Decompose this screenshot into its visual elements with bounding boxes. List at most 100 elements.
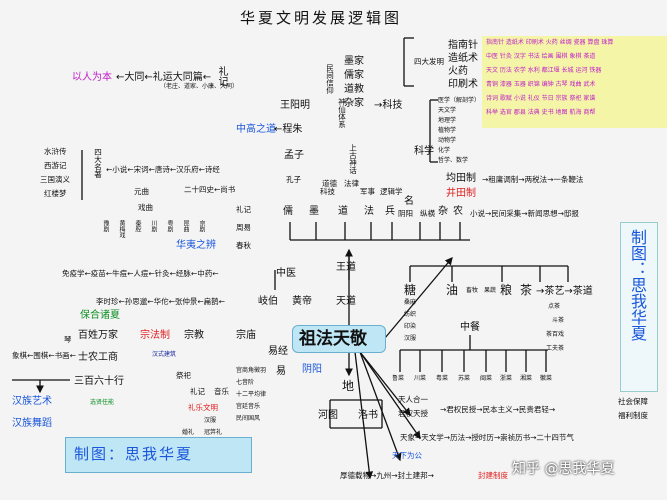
school-ru: 儒 xyxy=(283,206,293,217)
social-security: 社会保障 xyxy=(618,397,648,406)
hua-yi-label: 华夷之辨 xyxy=(176,240,216,251)
huang-di-label: 黄帝 xyxy=(292,296,312,307)
school-daojiao: 道教 xyxy=(344,84,364,95)
xi-qu-label: 戏曲 xyxy=(138,203,153,212)
cuisine-yue: 粤菜 xyxy=(436,375,449,382)
chess-row: 象棋←围棋←书画← xyxy=(12,351,76,360)
li-ji-vertical: 礼记 xyxy=(216,66,227,86)
opera-yu: 豫剧 xyxy=(102,220,109,232)
people-oriented-label: 以人为本 xyxy=(72,72,112,83)
luo-shu-label: 洛书 xyxy=(358,410,378,421)
guan-li: 冠笄礼 xyxy=(204,429,223,436)
summary-line-2: 中医 针灸 汉字 书法 绘画 围棋 象棋 茶道 xyxy=(486,53,596,60)
cheng-zhu-label: ←程朱 xyxy=(274,124,303,135)
crop-sub-hanfu: 汉服 xyxy=(404,335,417,342)
han-fu: 汉服 xyxy=(204,417,217,424)
qi-bo-label: 岐伯 xyxy=(258,296,278,307)
novel-hongloumeng: 红楼梦 xyxy=(44,189,67,198)
wang-yang-ming: 王阳明 xyxy=(280,100,310,111)
crop-grain: 粮 xyxy=(500,283,513,297)
summary-line-4: 青铜 漆器 玉器 织锦 编钟 古琴 戏曲 武术 xyxy=(486,81,596,88)
immortal-system-label: 神仙体系 xyxy=(337,98,347,128)
da-tong-row: ←大同←礼运大同篇← xyxy=(116,72,212,83)
wang-dao-label: 王道 xyxy=(336,262,356,273)
opera-jing: 京剧 xyxy=(198,220,205,232)
summary-line-3: 天文 历法 农学 水利 都江堰 长城 运河 铁器 xyxy=(486,67,602,74)
cuisine-su: 苏菜 xyxy=(458,375,471,382)
welfare-system: 福利制度 xyxy=(618,411,648,420)
author-banner: 制图：思我华夏 xyxy=(65,437,252,473)
ke-ji-arrow: →科技 xyxy=(374,100,403,111)
ke-ji-small: 科技 xyxy=(320,187,335,196)
yi-label: 易 xyxy=(276,366,286,377)
science-astronomy: 天文学 xyxy=(438,107,457,114)
gong-shang: 宫商角徵羽 xyxy=(236,367,267,374)
invention-compass: 指南针 xyxy=(448,40,478,51)
tea-label: 茶 xyxy=(520,283,533,297)
han-dance-label: 汉族舞蹈 xyxy=(12,418,52,429)
cuisine-min: 闽菜 xyxy=(480,375,493,382)
medicine-row: 免疫学←疫苗←牛痘←人痘←针灸←经脉←中药← xyxy=(62,269,219,278)
science-botany: 植物学 xyxy=(438,127,457,134)
novel-sanguo: 三国演义 xyxy=(40,175,70,184)
zhou-yi: 周易 xyxy=(236,223,251,232)
summary-line-6: 科举 选官 郡县 法典 史书 地图 航海 商帮 xyxy=(486,109,596,116)
jun-tian-label: 均田制 xyxy=(446,173,476,184)
tea-gongfu: 工夫茶 xyxy=(546,345,565,352)
summary-line-1: 指南针 造纸术 印刷术 火药 丝绸 瓷器 算盘 珠算 xyxy=(486,39,614,46)
center-concept-label: 祖法天敬 xyxy=(299,329,367,349)
science-chemistry: 化学 xyxy=(438,147,451,154)
yin-yue: 音乐 xyxy=(214,387,229,396)
dao-de-small: 道德 xyxy=(322,179,337,188)
military-small: 军事 xyxy=(360,187,375,196)
school-dao: 道 xyxy=(338,206,348,217)
tian-xia-wei-gong: 天下为公 xyxy=(392,451,422,460)
author-banner-text: 制图：思我华夏 xyxy=(74,445,194,463)
bao-he-zhu-xia: 保合诸夏 xyxy=(80,310,120,321)
gong-ting: 宫廷音乐 xyxy=(236,403,261,410)
zhong-yi-label: 中医 xyxy=(276,268,296,279)
han-architecture: 汉式建筑 xyxy=(152,351,177,358)
zhong-can-label: 中餐 xyxy=(460,322,480,333)
crop-sub-fangzhi: 纺织 xyxy=(404,311,417,318)
tea-dian: 点茶 xyxy=(548,303,561,310)
yin-yang-label: 阴阳 xyxy=(302,364,322,375)
opera-yue: 粤剧 xyxy=(166,220,173,232)
opera-huangmei: 黄梅戏 xyxy=(118,220,125,238)
invention-printing: 印刷术 xyxy=(448,79,478,90)
crop-sub-yinran: 印染 xyxy=(404,323,417,330)
physician-row: 李时珍←孙思邈←华佗←张仲景←扁鹊← xyxy=(96,297,225,306)
xiao-shuo-row: 小说→民间采集→新闻思想→邸报 xyxy=(470,209,579,218)
school-mojia: 墨家 xyxy=(344,56,364,67)
cuisine-zhe: 浙菜 xyxy=(500,375,513,382)
science-medicine: 医学（解剖学） xyxy=(438,97,481,104)
crop-sub-xumu: 畜牧 xyxy=(466,287,479,294)
novel-shuihu: 水浒传 xyxy=(44,147,67,156)
xuan-xian-ren-neng: 选贤任能 xyxy=(90,399,115,406)
cuisine-lu: 鲁菜 xyxy=(392,375,405,382)
meng-zi-label: 孟子 xyxy=(284,150,304,161)
school-zongheng: 纵横 xyxy=(420,209,435,218)
feudal-system: 封建制度 xyxy=(478,471,508,480)
crop-oil: 油 xyxy=(446,283,459,297)
astronomy-row: 天象→天文学→历法→授时历→崇祯历书→二十四节气 xyxy=(400,433,574,442)
crop-sub-sangma: 桑麻 xyxy=(404,299,417,306)
li-ji-2: 礼记 xyxy=(236,205,251,214)
school-fa: 法 xyxy=(364,206,374,217)
li-yue-wen-ming: 礼乐文明 xyxy=(188,403,218,412)
zhong-gao-label: 中高之道 xyxy=(236,124,276,135)
school-za: 杂 xyxy=(438,206,448,217)
opera-qinqiang: 秦腔 xyxy=(134,220,141,232)
school-rujia: 儒家 xyxy=(344,70,364,81)
opera-kun: 昆曲 xyxy=(182,220,189,232)
min-jian: 民间国风 xyxy=(236,415,261,422)
invention-gunpowder: 火药 xyxy=(448,66,468,77)
min-ben-row: →君权民授→民本主义→民贵君轻→ xyxy=(440,405,556,414)
crop-sub-guoshu: 果蔬 xyxy=(484,287,497,294)
tian-dao-label: 天道 xyxy=(336,296,356,307)
ji-si: 祭祀 xyxy=(176,371,191,380)
cuisine-hui: 徽菜 xyxy=(540,375,553,382)
earth-label: 地 xyxy=(342,379,355,393)
